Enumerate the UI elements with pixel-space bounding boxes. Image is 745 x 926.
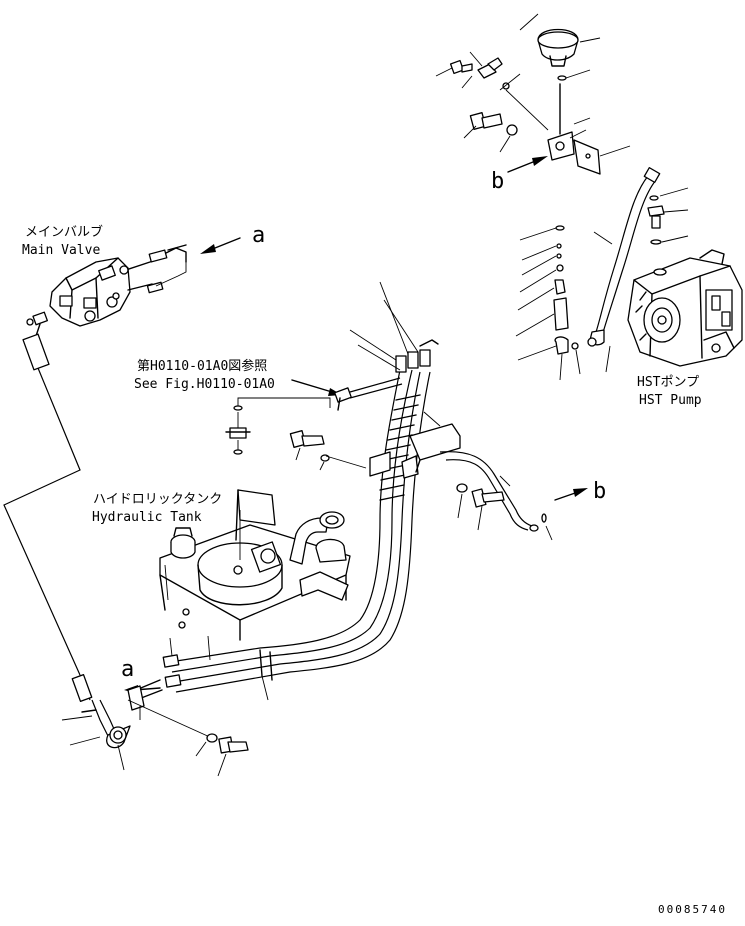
- hst-pump-label-jp: HSTポンプ: [637, 375, 699, 390]
- ref-a-top: a: [252, 223, 265, 248]
- valve-body-icon: [547, 131, 601, 175]
- ref-b-left: b: [491, 169, 504, 194]
- hydraulic-tank-label-en: Hydraulic Tank: [92, 510, 202, 525]
- bracket-icon: [409, 423, 547, 532]
- ref-a-bottom: a: [121, 657, 134, 682]
- hydraulic-tank-label-jp: ハイドロリックタンク: [93, 492, 222, 507]
- arrow-b-right: [554, 488, 588, 501]
- bolt-icon: [456, 483, 505, 508]
- spool-stack-icon: [553, 225, 579, 355]
- hst-pump-icon: [627, 249, 743, 367]
- bolt-icon: [127, 699, 249, 754]
- main-valve-label-jp: メインバルブ: [25, 224, 103, 240]
- hydraulic-tank-icon: [159, 489, 351, 641]
- valve-fitting-icon: [26, 244, 187, 337]
- see-fig-label-en: See Fig.H0110-01A0: [134, 377, 275, 392]
- elbow-hose-icon: [81, 699, 131, 749]
- fitting-stack-icon: [449, 57, 549, 136]
- pump-hose-icon: [587, 167, 661, 347]
- hst-pump-label-en: HST Pump: [639, 393, 702, 408]
- ref-b-right: b: [593, 479, 606, 504]
- pump-fitting-icon: [647, 195, 665, 245]
- arrow-a-top: [200, 237, 241, 254]
- see-fig-label-jp: 第H0110-01A0図参照: [137, 358, 267, 374]
- knob-icon: [537, 28, 579, 67]
- valve-leader: [155, 262, 187, 287]
- bolt-icon: [289, 430, 367, 469]
- main-valve-label-en: Main Valve: [22, 243, 100, 258]
- o-ring-icon: [557, 75, 567, 81]
- see-fig-fitting-icon: [334, 377, 403, 411]
- valve-hose-icon: [3, 333, 93, 702]
- main-valve-icon: [49, 257, 161, 327]
- hose-bundle-icon: [127, 339, 439, 711]
- breather-icon: [225, 397, 331, 455]
- drawing-number: 00085740: [658, 903, 727, 916]
- arrow-b-left: [507, 156, 548, 173]
